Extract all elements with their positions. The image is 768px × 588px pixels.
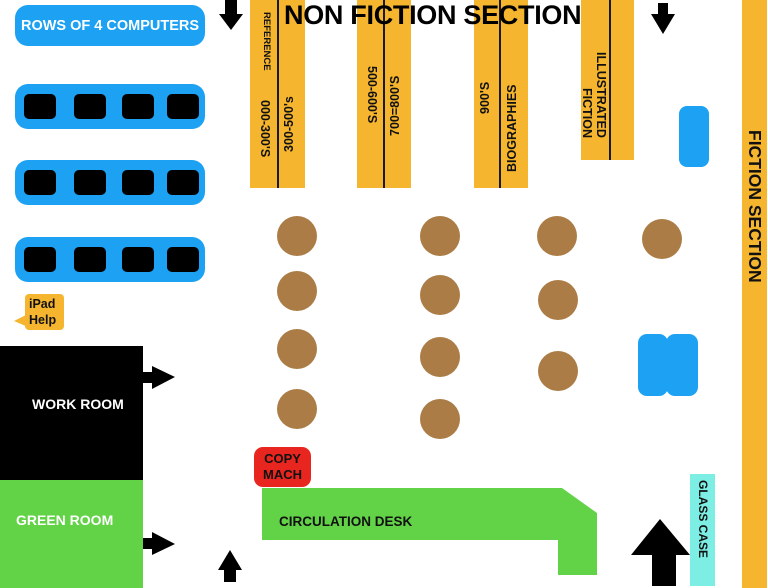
copy-machine: COPY MACH: [254, 447, 311, 487]
fiction-section: FICTION SECTION: [742, 0, 767, 588]
ipad-help-line2: Help: [29, 313, 57, 327]
arrow-right-icon: [143, 532, 175, 555]
copy-machine-line1: COPY: [264, 451, 301, 466]
work-room: WORK ROOM: [0, 346, 143, 480]
computer: [24, 247, 56, 272]
computer: [24, 170, 56, 195]
computer: [122, 170, 154, 195]
circulation-desk-label: CIRCULATION DESK: [279, 514, 413, 529]
work-room-label: WORK ROOM: [32, 396, 124, 412]
page-title: NON FICTION SECTION: [284, 0, 582, 30]
computers-header: ROWS OF 4 COMPUTERS: [15, 5, 205, 46]
table: [420, 337, 460, 377]
table: [420, 399, 460, 439]
green-room: GREEN ROOM: [0, 480, 143, 588]
shelf-illustrated-fiction: ILLUSTRATED FICTION: [580, 0, 634, 160]
copy-machine-line2: MACH: [263, 467, 302, 482]
shelf-reference: REFERENCE 000-300'S 300-500's: [250, 0, 305, 188]
shelf-divider: [383, 0, 385, 188]
table: [538, 351, 578, 391]
shelf-divider: [277, 0, 279, 188]
table: [277, 329, 317, 369]
table: [420, 275, 460, 315]
computer: [74, 247, 106, 272]
glass-case: GLASS CASE: [690, 474, 715, 586]
computer: [167, 94, 199, 119]
arrow-up-icon: [631, 519, 690, 586]
table: [420, 216, 460, 256]
ipad-help-line1: iPad: [29, 297, 56, 311]
shelf-divider: [499, 0, 501, 188]
arrow-right-icon: [143, 366, 175, 389]
computers-header-label: ROWS OF 4 COMPUTERS: [20, 17, 200, 34]
table: [537, 216, 577, 256]
table: [277, 389, 317, 429]
seat: [679, 106, 709, 167]
computer: [74, 170, 106, 195]
table: [277, 271, 317, 311]
computer: [122, 247, 154, 272]
arrow-down-icon: [651, 3, 675, 34]
shelf-500-800: 500-600'S 700=800'S: [357, 0, 411, 188]
shelf-900-biographies: 900'S BIOGRAPHIES: [474, 0, 528, 188]
seat: [666, 334, 698, 396]
circulation-desk-shape: [262, 488, 597, 575]
computer-row: [15, 237, 205, 282]
shelf-divider: [609, 0, 611, 160]
seat: [638, 334, 668, 396]
computer: [122, 94, 154, 119]
table: [277, 216, 317, 256]
computer-row: [15, 84, 205, 129]
ipad-help: iPad Help: [25, 294, 64, 330]
arrow-down-icon: [219, 0, 243, 30]
computer-row: [15, 160, 205, 205]
pointer-icon: [14, 314, 28, 327]
green-room-label: GREEN ROOM: [16, 512, 114, 528]
computer: [24, 94, 56, 119]
arrow-up-icon: [218, 550, 242, 582]
computer: [74, 94, 106, 119]
computer: [167, 247, 199, 272]
table: [538, 280, 578, 320]
computer: [167, 170, 199, 195]
table: [642, 219, 682, 259]
